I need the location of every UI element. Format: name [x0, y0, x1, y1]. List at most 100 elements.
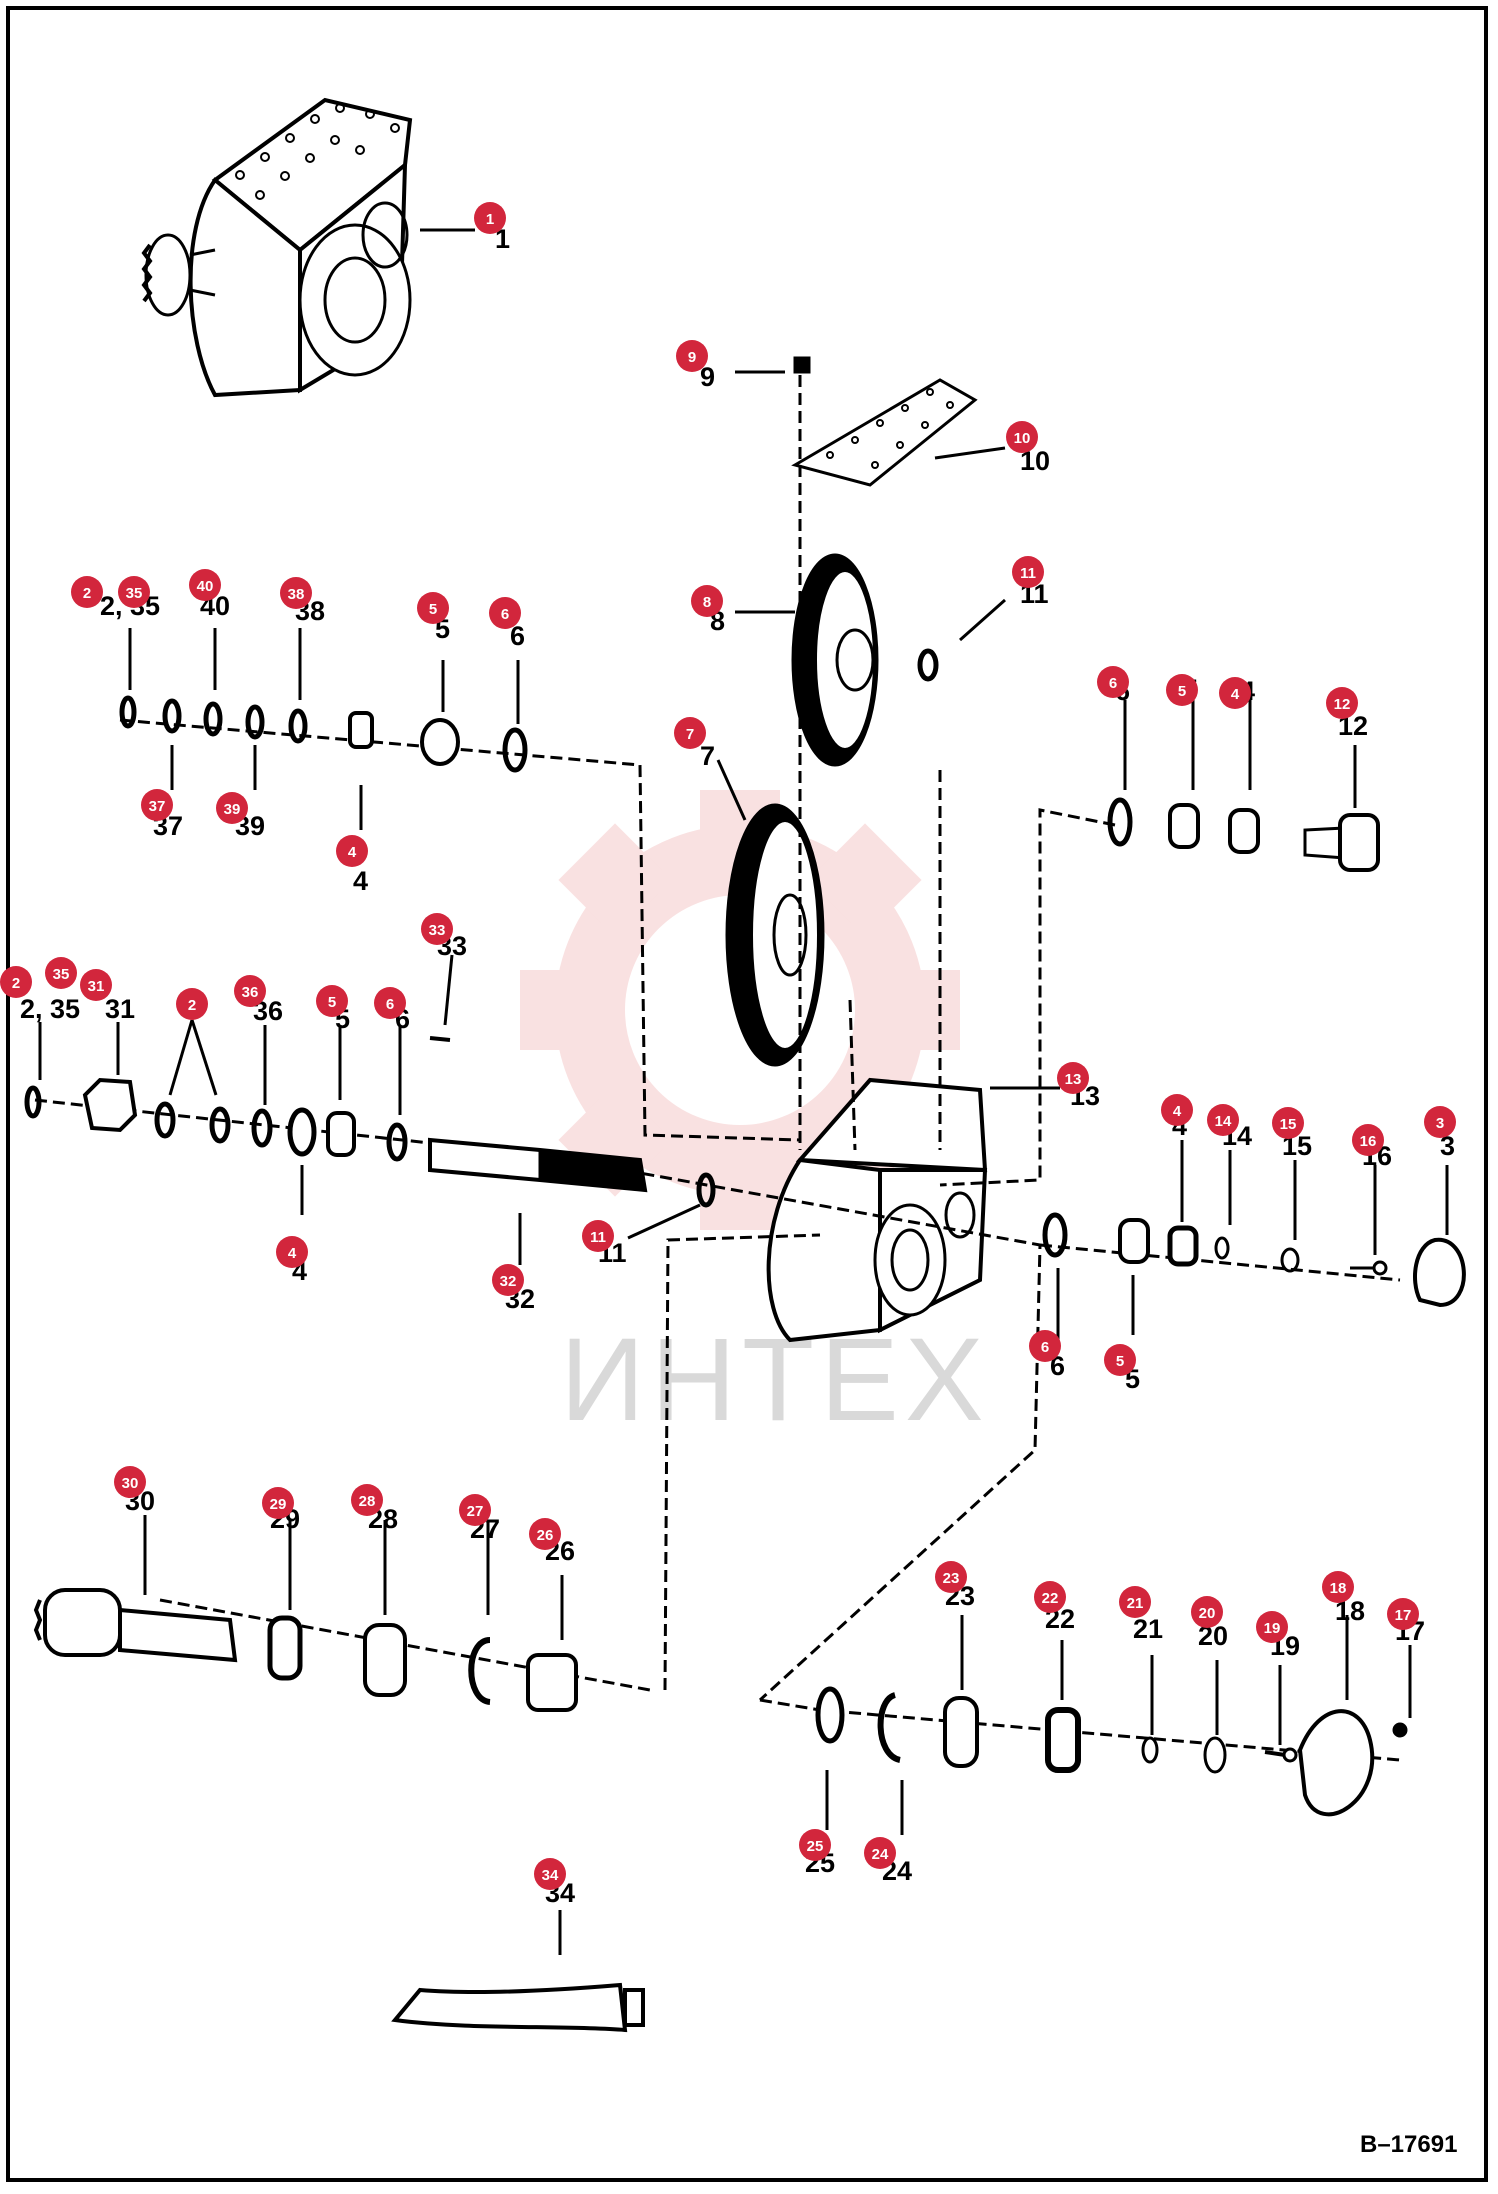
upper-right-stack	[1107, 700, 1380, 872]
callout-bubble[interactable]: 17	[1387, 1598, 1419, 1630]
callout-bubble[interactable]: 32	[492, 1264, 524, 1296]
callout-bubble[interactable]: 34	[534, 1858, 566, 1890]
svg-text:6: 6	[1041, 1339, 1049, 1356]
label-31: 31	[105, 994, 135, 1024]
callout-bubble[interactable]: 9	[676, 340, 708, 372]
callout-bubble[interactable]: 13	[1057, 1062, 1089, 1094]
callout-bubbles: 1 9 10 11 8 7 2 35 40 38 5 6 37 39 4 6 5…	[0, 202, 1456, 1890]
callout-bubble[interactable]: 20	[1191, 1596, 1223, 1628]
svg-text:21: 21	[1127, 1595, 1144, 1612]
callout-bubble[interactable]: 8	[691, 585, 723, 617]
callout-bubble[interactable]: 37	[141, 789, 173, 821]
svg-text:24: 24	[872, 1846, 889, 1863]
callout-bubble[interactable]: 39	[216, 792, 248, 824]
middle-left-stack	[24, 954, 716, 1265]
callout-bubble[interactable]: 4	[1161, 1094, 1193, 1126]
callout-bubble[interactable]: 22	[1034, 1581, 1066, 1613]
callout-bubble[interactable]: 10	[1006, 421, 1038, 453]
callout-bubble[interactable]: 16	[1352, 1124, 1384, 1156]
svg-text:3: 3	[1436, 1115, 1444, 1132]
callout-bubble[interactable]: 35	[118, 576, 150, 608]
callout-bubble[interactable]: 25	[799, 1829, 831, 1861]
callout-bubble[interactable]: 30	[114, 1466, 146, 1498]
label-9: 9	[700, 362, 715, 392]
svg-text:16: 16	[1360, 1133, 1377, 1150]
callout-bubble[interactable]: 36	[234, 975, 266, 1007]
callout-bubble[interactable]: 31	[80, 969, 112, 1001]
callout-bubble[interactable]: 11	[1012, 556, 1044, 588]
svg-text:29: 29	[270, 1496, 287, 1513]
callout-bubble[interactable]: 19	[1256, 1611, 1288, 1643]
svg-text:34: 34	[542, 1867, 559, 1884]
svg-text:5: 5	[429, 601, 437, 618]
callout-bubble[interactable]: 5	[1166, 674, 1198, 706]
callout-bubble[interactable]: 3	[1424, 1106, 1456, 1138]
callout-bubble[interactable]: 2	[0, 966, 32, 998]
label-7: 7	[700, 741, 715, 771]
callout-bubble[interactable]: 7	[674, 717, 706, 749]
callout-bubble[interactable]: 24	[864, 1837, 896, 1869]
svg-text:14: 14	[1215, 1113, 1232, 1130]
watermark-text: ИНТЕХ	[560, 1314, 990, 1446]
svg-text:38: 38	[288, 586, 305, 603]
svg-text:26: 26	[537, 1527, 554, 1544]
label-21: 21	[1133, 1614, 1163, 1644]
lower-left-stack	[33, 1515, 578, 1712]
svg-text:35: 35	[126, 585, 143, 602]
svg-text:12: 12	[1334, 696, 1351, 713]
callout-bubble[interactable]: 12	[1326, 687, 1358, 719]
label-6: 6	[510, 621, 525, 651]
callout-bubble[interactable]: 5	[417, 592, 449, 624]
svg-text:1: 1	[486, 211, 494, 228]
callout-bubble[interactable]: 6	[374, 987, 406, 1019]
callout-bubble[interactable]: 38	[280, 577, 312, 609]
callout-bubble[interactable]: 2	[71, 576, 103, 608]
svg-text:5: 5	[1116, 1353, 1124, 1370]
callout-bubble[interactable]: 27	[459, 1494, 491, 1526]
callout-bubble[interactable]: 6	[1029, 1330, 1061, 1362]
callout-bubble[interactable]: 18	[1322, 1571, 1354, 1603]
grease-tube	[391, 1910, 645, 2033]
callout-bubble[interactable]: 5	[316, 985, 348, 1017]
callout-bubble[interactable]: 6	[489, 597, 521, 629]
callout-bubble[interactable]: 1	[474, 202, 506, 234]
svg-text:17: 17	[1395, 1607, 1412, 1624]
callout-bubble[interactable]: 26	[529, 1518, 561, 1550]
right-stack	[1042, 1140, 1466, 1340]
callout-bubble[interactable]: 15	[1272, 1107, 1304, 1139]
callout-bubble[interactable]: 23	[935, 1561, 967, 1593]
callout-bubble[interactable]: 5	[1104, 1344, 1136, 1376]
svg-text:33: 33	[429, 922, 446, 939]
callout-bubble[interactable]: 14	[1207, 1104, 1239, 1136]
callout-bubble[interactable]: 4	[336, 835, 368, 867]
svg-text:4: 4	[1231, 686, 1240, 703]
svg-text:30: 30	[122, 1475, 139, 1492]
callout-bubble[interactable]: 6	[1097, 666, 1129, 698]
callout-bubble[interactable]: 21	[1119, 1586, 1151, 1618]
callout-bubble[interactable]: 29	[262, 1487, 294, 1519]
cover-plate	[791, 378, 1006, 487]
svg-text:8: 8	[703, 594, 711, 611]
svg-text:5: 5	[1178, 683, 1186, 700]
callout-bubble[interactable]: 4	[1219, 677, 1251, 709]
label-2-35: 2, 35	[20, 994, 80, 1024]
callout-bubble[interactable]: 11	[582, 1220, 614, 1252]
gear-7	[716, 465, 825, 1150]
svg-text:6: 6	[1109, 675, 1117, 692]
assembled-gearbox	[141, 97, 475, 398]
callout-bubble[interactable]: 35	[45, 957, 77, 989]
upper-left-stack	[119, 628, 528, 830]
callout-bubble[interactable]: 28	[351, 1484, 383, 1516]
svg-text:27: 27	[467, 1503, 484, 1520]
callout-bubble[interactable]: 2	[176, 988, 208, 1020]
callout-bubble[interactable]: 4	[276, 1236, 308, 1268]
svg-text:9: 9	[688, 349, 696, 366]
svg-text:28: 28	[359, 1493, 376, 1510]
callout-bubble[interactable]: 33	[421, 913, 453, 945]
callout-bubble[interactable]: 40	[189, 569, 221, 601]
svg-text:18: 18	[1330, 1580, 1347, 1597]
svg-text:10: 10	[1014, 430, 1031, 447]
svg-text:2: 2	[12, 975, 20, 992]
svg-text:15: 15	[1280, 1116, 1297, 1133]
